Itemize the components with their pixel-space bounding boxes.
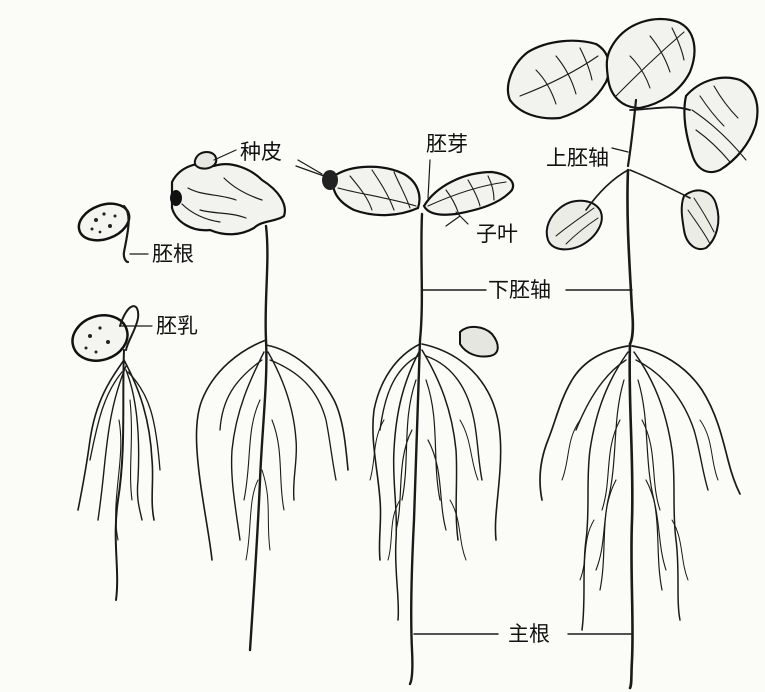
- label-cotyledon: 子叶: [476, 224, 518, 245]
- label-main-root: 主根: [508, 624, 550, 645]
- stage1-seed: [74, 197, 148, 262]
- label-radicle: 胚根: [152, 244, 194, 265]
- stage5-seedling: [508, 19, 757, 688]
- label-seed-coat: 种皮: [240, 142, 282, 163]
- label-plumule: 胚芽: [426, 134, 468, 155]
- stage3-seedling: [170, 150, 348, 650]
- label-epicotyl: 上胚轴: [546, 148, 609, 169]
- label-endosperm: 胚乳: [156, 316, 198, 337]
- stage2-seedling: [67, 306, 160, 600]
- label-hypocotyl: 下胚轴: [488, 280, 551, 301]
